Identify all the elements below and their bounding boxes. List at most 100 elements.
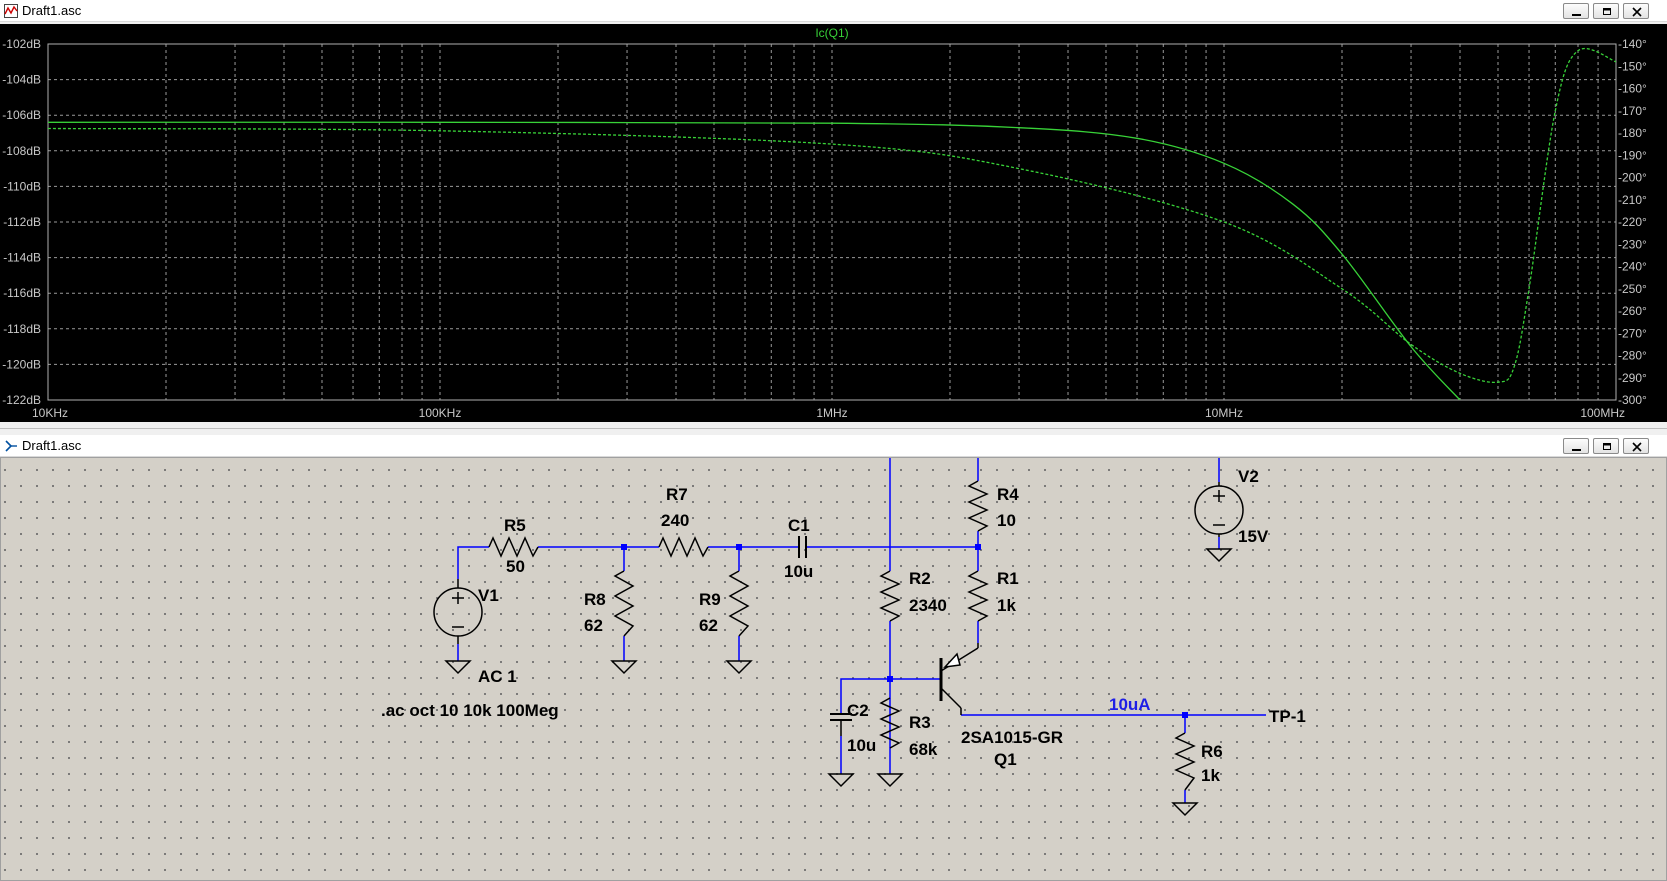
r5-value[interactable]: 50 — [506, 557, 525, 576]
left-axis-tick-label: -104dB — [2, 73, 41, 87]
junction-dot — [975, 544, 981, 550]
r1-value[interactable]: 1k — [997, 596, 1016, 615]
minimize-icon — [1572, 449, 1581, 451]
ground-symbol — [444, 660, 472, 675]
waveform-window-title: Draft1.asc — [22, 3, 82, 18]
resistor-r5[interactable] — [488, 536, 539, 558]
schematic-drawing[interactable]: R5 50 R7 240 C1 10u R8 62 R9 62 V1 AC 1 … — [1, 458, 1666, 880]
right-axis-tick-label: -190° — [1618, 148, 1647, 162]
right-axis-tick-label: -240° — [1618, 260, 1647, 274]
resistor-r6[interactable] — [1174, 732, 1196, 791]
left-axis: -102dB-104dB-106dB-108dB-110dB-112dB-114… — [2, 37, 41, 407]
voltage-source-v1[interactable] — [433, 579, 483, 644]
resistor-r7[interactable] — [658, 536, 709, 558]
r3-name[interactable]: R3 — [909, 713, 931, 732]
net-label-tp1[interactable]: TP-1 — [1269, 707, 1306, 726]
resistor-r9[interactable] — [728, 570, 750, 637]
left-axis-tick-label: -102dB — [2, 37, 41, 51]
r3-value[interactable]: 68k — [909, 740, 938, 759]
r1-name[interactable]: R1 — [997, 569, 1019, 588]
wire[interactable] — [840, 678, 890, 713]
close-icon — [1632, 442, 1642, 452]
r7-value[interactable]: 240 — [661, 511, 689, 530]
right-axis-tick-label: -280° — [1618, 349, 1647, 363]
ac-directive[interactable]: .ac oct 10 10k 100Meg — [381, 701, 559, 720]
bode-plot[interactable]: Ic(Q1) -102dB-104dB-106dB-108dB-110dB-11… — [0, 24, 1667, 422]
voltage-source-v2[interactable] — [1194, 482, 1244, 537]
waveform-plot[interactable]: Ic(Q1) -102dB-104dB-106dB-108dB-110dB-11… — [0, 24, 1667, 422]
wire[interactable] — [457, 546, 489, 579]
r9-name[interactable]: R9 — [699, 590, 721, 609]
left-axis-tick-label: -110dB — [3, 179, 41, 193]
c1-value[interactable]: 10u — [784, 562, 813, 581]
r6-value[interactable]: 1k — [1201, 766, 1220, 785]
ground-symbol — [827, 773, 855, 788]
c2-value[interactable]: 10u — [847, 736, 876, 755]
ground-symbol — [1205, 548, 1233, 563]
capacitor-c1[interactable] — [798, 536, 807, 558]
grounds — [444, 548, 1233, 817]
r9-value[interactable]: 62 — [699, 616, 718, 635]
trace-label[interactable]: Ic(Q1) — [815, 26, 848, 40]
waveform-icon — [4, 4, 18, 18]
q1-model[interactable]: 2SA1015-GR — [961, 728, 1063, 747]
left-axis-tick-label: -120dB — [2, 357, 41, 371]
v1-name[interactable]: V1 — [478, 586, 499, 605]
c2-name[interactable]: C2 — [847, 701, 869, 720]
c1-name[interactable]: C1 — [788, 516, 810, 535]
plot-grid — [47, 43, 1617, 401]
x-axis-tick-label: 10MHz — [1205, 406, 1243, 420]
r4-name[interactable]: R4 — [997, 485, 1019, 504]
v1-value[interactable]: AC 1 — [478, 667, 517, 686]
restore-button[interactable] — [1593, 3, 1619, 19]
minimize-button[interactable] — [1563, 438, 1589, 454]
r2-name[interactable]: R2 — [909, 569, 931, 588]
resistor-r3[interactable] — [879, 697, 901, 749]
ground-symbol — [876, 773, 904, 788]
r5-name[interactable]: R5 — [504, 516, 526, 535]
traces — [48, 48, 1616, 400]
schematic-canvas[interactable]: R5 50 R7 240 C1 10u R8 62 R9 62 V1 AC 1 … — [0, 457, 1667, 881]
current-annotation[interactable]: 10uA — [1109, 695, 1151, 714]
plot-frame — [47, 43, 1617, 401]
r8-name[interactable]: R8 — [584, 590, 606, 609]
r6-name[interactable]: R6 — [1201, 742, 1223, 761]
resistor-r2[interactable] — [879, 570, 901, 622]
capacitor-c2[interactable] — [830, 713, 852, 736]
transistor-q1[interactable] — [939, 643, 979, 715]
r8-value[interactable]: 62 — [584, 616, 603, 635]
restore-icon — [1603, 443, 1611, 450]
right-axis-tick-label: -230° — [1618, 237, 1647, 251]
close-button[interactable] — [1623, 438, 1649, 454]
close-button[interactable] — [1623, 3, 1649, 19]
wire[interactable] — [889, 458, 1220, 547]
q1-name[interactable]: Q1 — [994, 750, 1017, 769]
close-icon — [1632, 7, 1642, 17]
r2-value[interactable]: 2340 — [909, 596, 947, 615]
window-separator — [0, 428, 1667, 435]
resistor-r8[interactable] — [613, 570, 635, 637]
ground-symbol — [725, 660, 753, 675]
waveform-titlebar[interactable]: Draft1.asc — [0, 0, 1667, 22]
v2-name[interactable]: V2 — [1238, 467, 1259, 486]
schematic-icon — [5, 440, 17, 452]
minimize-button[interactable] — [1563, 3, 1589, 19]
schematic-titlebar[interactable]: Draft1.asc — [0, 435, 1667, 457]
phase-trace[interactable] — [48, 48, 1616, 384]
schematic-window-title: Draft1.asc — [22, 438, 82, 453]
left-axis-tick-label: -122dB — [2, 393, 41, 407]
magnitude-trace[interactable] — [48, 121, 1461, 400]
r7-name[interactable]: R7 — [666, 485, 688, 504]
junction-dot — [1182, 712, 1188, 718]
restore-icon — [1603, 8, 1611, 15]
x-axis-tick-label: 10KHz — [32, 406, 68, 420]
right-axis: -140°-150°-160°-170°-180°-190°-200°-210°… — [1618, 37, 1647, 407]
restore-button[interactable] — [1593, 438, 1619, 454]
right-axis-tick-label: -180° — [1618, 126, 1647, 140]
v2-value[interactable]: 15V — [1238, 527, 1269, 546]
r4-value[interactable]: 10 — [997, 511, 1016, 530]
resistor-r4[interactable] — [967, 480, 989, 532]
right-axis-tick-label: -260° — [1618, 304, 1647, 318]
right-axis-tick-label: -200° — [1618, 171, 1647, 185]
resistor-r1[interactable] — [967, 570, 989, 622]
